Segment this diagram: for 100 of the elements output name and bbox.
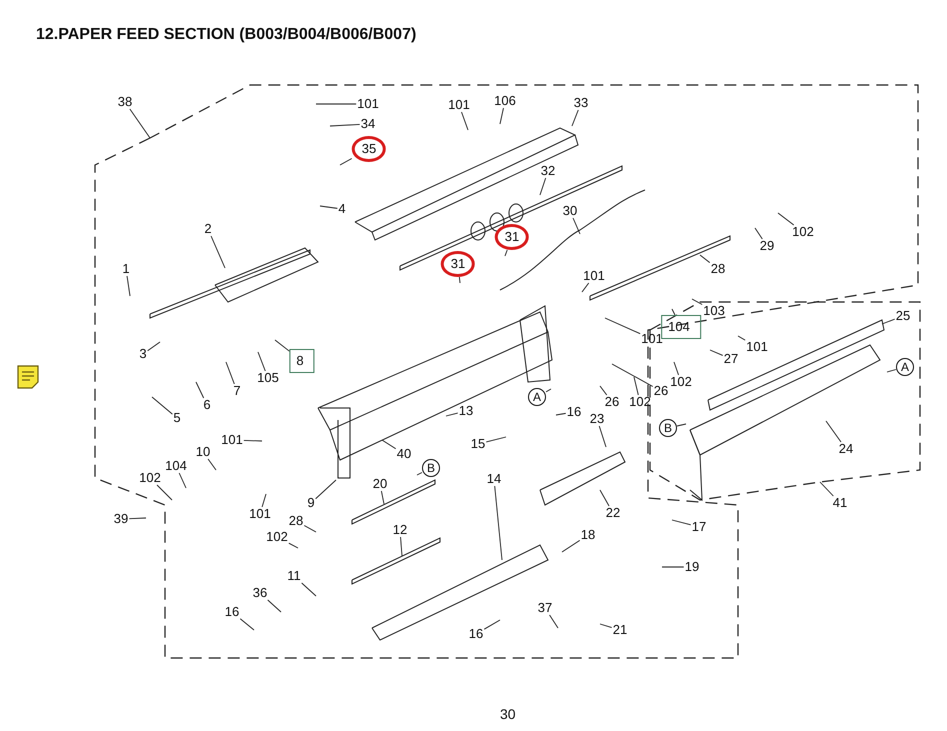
callout-number: 39 (112, 512, 130, 526)
callout-number: 7 (232, 384, 242, 398)
callout-number: 34 (360, 117, 376, 131)
callout-number: 23 (588, 412, 606, 426)
callout-number: 102 (791, 225, 815, 239)
callout-number: 14 (486, 472, 502, 486)
leader-line (700, 254, 710, 264)
leader-line (458, 276, 460, 284)
leader-line (156, 484, 172, 500)
callout-number: 12 (392, 523, 408, 537)
callout-number: 27 (722, 352, 740, 366)
leader-line (504, 250, 508, 256)
callout-number: 33 (572, 96, 590, 110)
page-title: 12.PAPER FEED SECTION (B003/B004/B006/B007) (36, 26, 416, 44)
leader-line (582, 282, 590, 292)
callout-number: 25 (894, 309, 912, 323)
leader-line (826, 420, 842, 442)
callout-number: 28 (288, 514, 304, 528)
callout-number: 19 (684, 560, 700, 574)
callout-number: 101 (582, 269, 606, 283)
reference-mark: A (896, 358, 914, 376)
callout-number: 101 (248, 507, 272, 521)
leader-line (240, 618, 254, 630)
leader-line (382, 440, 396, 450)
leader-line (258, 352, 266, 372)
leader-line (738, 336, 746, 341)
callout-number: 106 (493, 94, 517, 108)
callout-number: 102 (628, 395, 652, 409)
leader-line (320, 206, 338, 209)
callout-number: 9 (306, 496, 316, 510)
leader-line (178, 472, 186, 488)
callout-number: 32 (540, 164, 556, 178)
reference-mark: B (422, 459, 440, 477)
leader-line (461, 112, 468, 130)
callout-number: 22 (604, 506, 622, 520)
leader-line (380, 490, 384, 504)
callout-number: 13 (458, 404, 474, 418)
callout-number: 101 (220, 433, 244, 447)
highlighted-callout-number: 35 (352, 136, 386, 162)
leader-line (274, 340, 290, 352)
leader-line (267, 600, 282, 612)
callout-number: 1 (121, 262, 131, 276)
callout-number: 40 (396, 447, 412, 461)
leader-line (562, 540, 580, 552)
leader-line (243, 440, 262, 442)
boxed-callout-number: 104 (661, 315, 701, 339)
leader-line (494, 486, 502, 560)
callout-number: 6 (202, 398, 212, 412)
callout-number: 30 (562, 204, 578, 218)
callout-number: 2 (203, 222, 213, 236)
leader-line (612, 364, 654, 387)
leader-line (128, 518, 146, 520)
callout-number: 26 (652, 384, 670, 398)
callout-number: 16 (566, 405, 582, 419)
page-number: 30 (500, 706, 516, 722)
callout-number: 103 (702, 304, 726, 318)
reference-mark: A (528, 388, 546, 406)
leader-line (129, 108, 150, 138)
leader-line (484, 620, 500, 630)
leader-line (886, 369, 896, 372)
leader-line (604, 318, 641, 334)
callout-number: 101 (745, 340, 769, 354)
leader-line (446, 412, 458, 416)
leader-line (754, 228, 763, 240)
highlighted-callout-number: 31 (440, 251, 476, 277)
leader-line (692, 298, 703, 305)
callout-number: 5 (172, 411, 182, 425)
callout-number: 18 (580, 528, 596, 542)
callout-number: 37 (536, 601, 554, 615)
highlighted-callout-number: 31 (494, 224, 530, 250)
leader-line (315, 480, 336, 500)
callout-number: 15 (470, 437, 486, 451)
leader-line (540, 178, 546, 196)
leader-line (210, 236, 226, 268)
leader-line (500, 108, 504, 124)
leader-line (152, 396, 173, 415)
callout-number: 36 (252, 586, 268, 600)
callout-number: 101 (447, 98, 471, 112)
leader-line (676, 424, 686, 426)
callout-number: 4 (337, 202, 347, 216)
leader-line (301, 582, 316, 596)
callout-number: 101 (356, 97, 380, 111)
leader-line (549, 614, 558, 628)
leader-line (672, 308, 676, 316)
leader-line (126, 276, 130, 296)
leader-line (556, 412, 566, 416)
leader-line (288, 542, 298, 548)
leader-line (600, 490, 610, 506)
leader-line (674, 362, 679, 376)
leader-line (634, 376, 639, 396)
leader-line (598, 426, 606, 448)
leader-line (304, 525, 316, 532)
callout-number: 20 (372, 477, 388, 491)
callout-number: 29 (758, 239, 776, 253)
callout-number: 104 (164, 459, 188, 473)
callout-number: 102 (138, 471, 162, 485)
callout-number: 38 (116, 95, 134, 109)
leader-line (600, 624, 612, 628)
leader-line (546, 388, 552, 392)
callout-number: 41 (832, 496, 848, 510)
